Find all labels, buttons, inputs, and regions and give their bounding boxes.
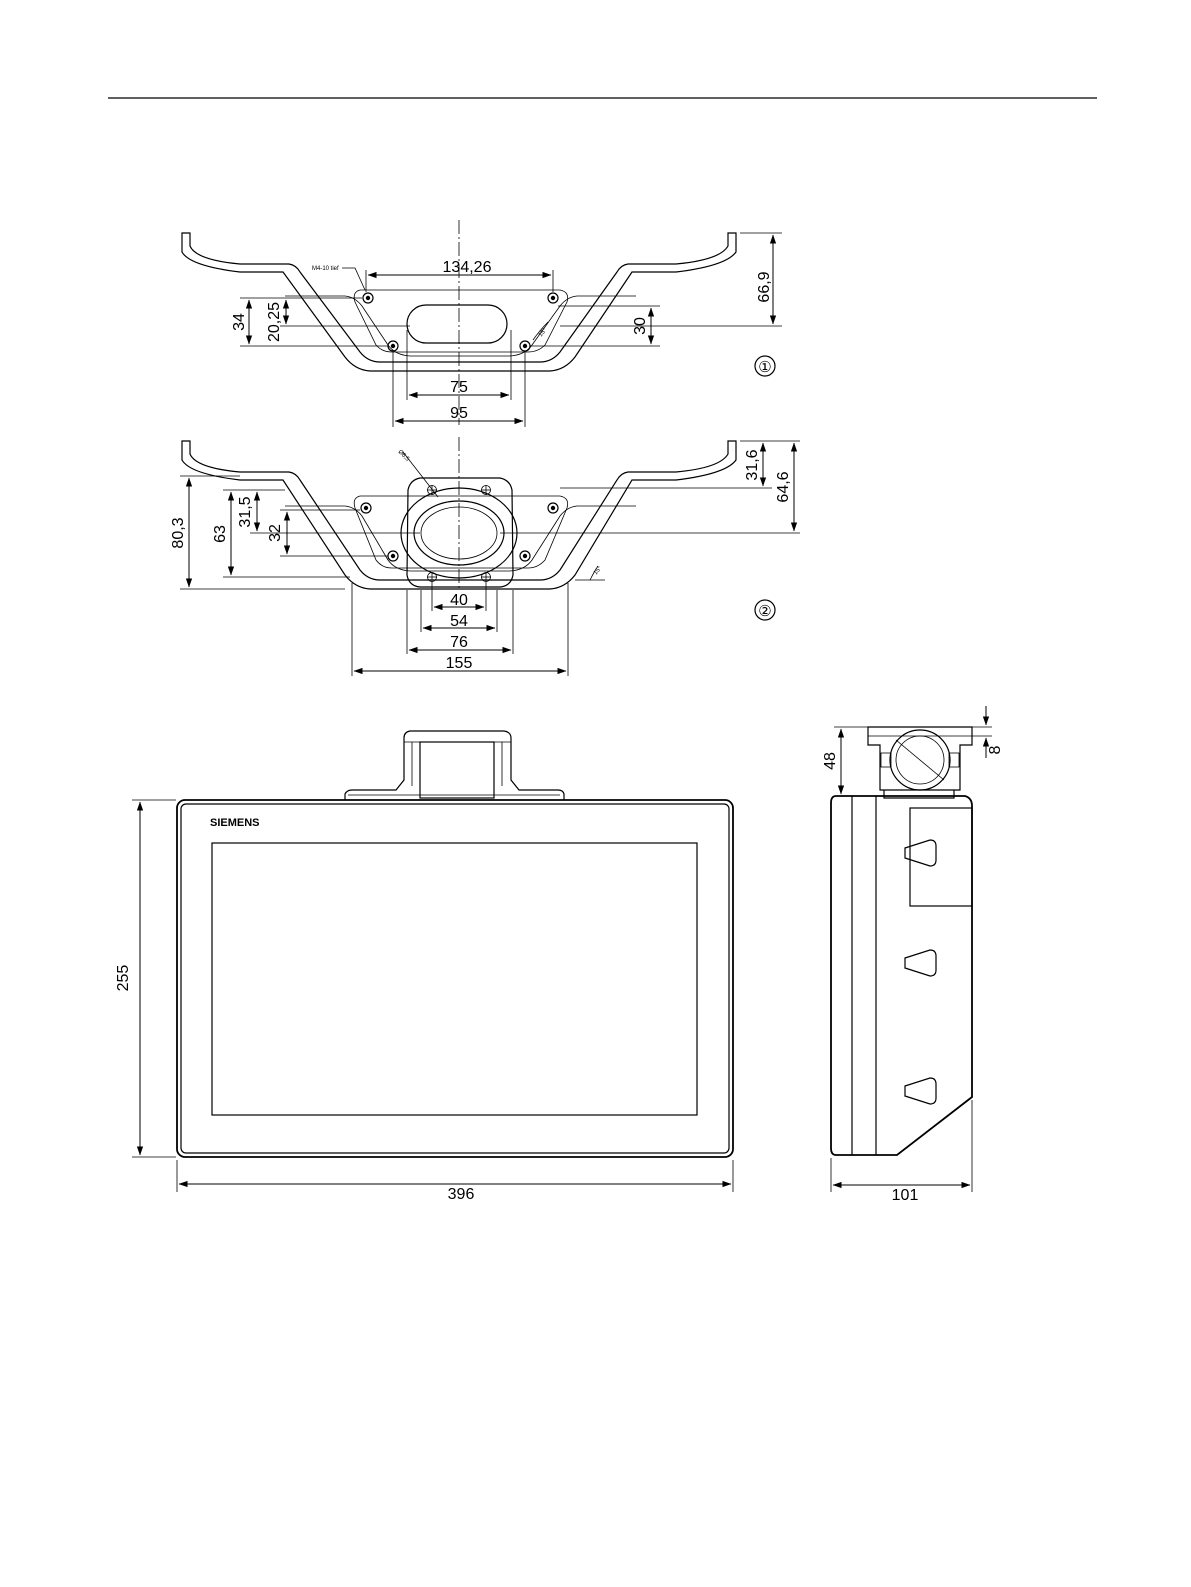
dim-label-80-3: 80,3 — [170, 517, 187, 548]
note-leader — [342, 268, 365, 290]
dim-label-155: 155 — [446, 655, 473, 672]
mounting-hole — [548, 293, 558, 303]
side-mount — [868, 727, 972, 790]
dim-label-396: 396 — [448, 1186, 475, 1203]
clamp-slot — [905, 1078, 936, 1104]
dim-label-63: 63 — [212, 525, 229, 543]
side-view: 48 8 101 — [822, 706, 1004, 1204]
dim-label-75: 75 — [450, 379, 468, 396]
dim-label-30: 30 — [632, 317, 649, 335]
dim-label-64-6: 64,6 — [775, 471, 792, 502]
top-mount-clamp — [420, 742, 494, 798]
device-housing — [177, 800, 733, 1157]
mounting-hole — [363, 293, 373, 303]
front-view: SIEMENS 255 396 — [115, 731, 733, 1203]
adapter-view-1: M4-10 tief 134,26 66,9 30 34 20,25 15° 7 — [182, 220, 782, 427]
dim-label-8: 8 — [987, 745, 1004, 754]
angle-label: 15° — [593, 565, 604, 576]
dim-label-20-25: 20,25 — [266, 302, 283, 342]
dim-label-32: 32 — [267, 524, 284, 542]
dim-label-134-26: 134,26 — [443, 259, 492, 276]
dim-label-40: 40 — [450, 592, 468, 609]
diameter-note: Ø6,5 — [397, 449, 411, 463]
mounting-hole — [548, 503, 558, 513]
mounting-hole — [388, 551, 398, 561]
oblong-cutout — [407, 305, 507, 343]
dim-label-66-9: 66,9 — [756, 271, 773, 302]
dim-label-31-6: 31,6 — [744, 449, 761, 480]
display-area — [212, 843, 697, 1115]
dim-label-31-5: 31,5 — [237, 496, 254, 527]
dim-label-95: 95 — [450, 405, 468, 422]
dim-label-48: 48 — [822, 752, 839, 770]
top-mount-base — [345, 731, 564, 800]
mounting-hole — [520, 551, 530, 561]
mounting-hole — [520, 341, 530, 351]
thread-note: M4-10 tief — [312, 266, 339, 272]
dim-label-101: 101 — [892, 1187, 919, 1204]
mounting-hole — [388, 341, 398, 351]
adapter-view-2: Ø6,5 31,6 64,6 80,3 63 31,5 32 15° — [170, 437, 800, 676]
dim-label-255: 255 — [115, 965, 132, 992]
clamp-slot — [905, 950, 936, 976]
callout-1: ① — [758, 359, 771, 376]
dim-label-34: 34 — [231, 313, 248, 331]
dim-label-76: 76 — [450, 634, 468, 651]
dim-label-54: 54 — [450, 613, 468, 630]
angle-label: 15° — [538, 327, 549, 338]
brand-logo: SIEMENS — [210, 817, 260, 829]
mounting-hole — [361, 503, 371, 513]
side-panel — [910, 808, 972, 906]
callout-2: ② — [758, 603, 771, 620]
clamp-screw — [481, 485, 491, 495]
device-bezel — [181, 804, 729, 1153]
